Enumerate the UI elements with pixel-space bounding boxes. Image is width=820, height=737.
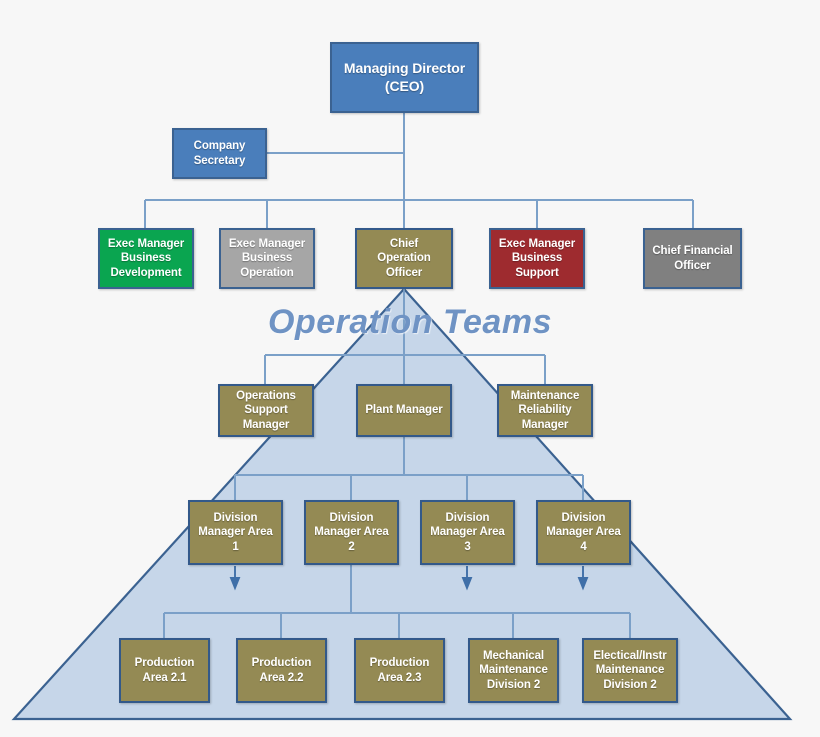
node-label-line-3: Manager bbox=[242, 418, 290, 431]
arrow-div4-head bbox=[577, 577, 589, 591]
node-label-line-2: Area 2.2 bbox=[259, 671, 304, 684]
node-label-line-1: Company bbox=[193, 140, 246, 153]
node-electrical-instr-maintenance-division-2[interactable]: Electical/Instr Maintenance Division 2 bbox=[582, 638, 678, 703]
node-managing-director-ceo[interactable]: Managing Director (CEO) bbox=[330, 42, 479, 113]
node-chief-financial-officer[interactable]: Chief Financial Officer bbox=[643, 228, 742, 289]
node-label-line-1: Division bbox=[561, 512, 606, 525]
node-label-line-1: Division bbox=[329, 512, 374, 525]
node-label: Company Secretary bbox=[188, 139, 252, 167]
node-operations-support-manager[interactable]: Operations Support Manager bbox=[218, 384, 314, 437]
node-label-line-3: Development bbox=[110, 266, 182, 279]
node-maintenance-reliability-manager[interactable]: Maintenance Reliability Manager bbox=[497, 384, 593, 437]
node-label-line-1: Plant Manager bbox=[365, 404, 443, 417]
node-label-line-1: Electical/Instr bbox=[593, 650, 667, 663]
node-division-manager-area-3[interactable]: Division Manager Area 3 bbox=[420, 500, 515, 565]
node-label: Production Area 2.3 bbox=[364, 656, 436, 684]
node-label-line-1: Mechanical bbox=[483, 650, 544, 663]
node-label-line-2: Officer bbox=[385, 266, 423, 279]
node-label: Division Manager Area 2 bbox=[306, 511, 397, 553]
node-label: Mechanical Maintenance Division 2 bbox=[473, 649, 554, 691]
node-label-line-1: Division bbox=[445, 512, 490, 525]
node-division-manager-area-2[interactable]: Division Manager Area 2 bbox=[304, 500, 399, 565]
node-label-line-2: Secretary bbox=[193, 154, 246, 167]
node-label: Operations Support Manager bbox=[230, 389, 302, 431]
node-exec-manager-business-operation[interactable]: Exec Manager Business Operation bbox=[219, 228, 315, 289]
node-label-line-2: Business bbox=[120, 252, 172, 265]
node-label: Division Manager Area 1 bbox=[190, 511, 281, 553]
node-label-line-1: Chief Financial bbox=[652, 245, 733, 258]
node-exec-manager-business-support[interactable]: Exec Manager Business Support bbox=[489, 228, 585, 289]
node-label-line-2: Officer bbox=[674, 259, 711, 272]
node-label-line-1: Managing Director bbox=[343, 60, 466, 77]
node-label: Plant Manager bbox=[359, 403, 448, 417]
node-label: Division Manager Area 4 bbox=[538, 511, 629, 553]
node-label-line-2: Support bbox=[244, 404, 288, 417]
operation-teams-title: Operation Teams bbox=[268, 303, 552, 341]
node-label: Electical/Instr Maintenance Division 2 bbox=[587, 649, 672, 691]
node-label-line-3: Division 2 bbox=[603, 678, 657, 691]
node-label-line-2: Manager Area 4 bbox=[546, 526, 621, 553]
node-label-line-2: Area 2.1 bbox=[142, 671, 187, 684]
node-label-line-2: Reliability bbox=[518, 404, 572, 417]
node-production-area-2-1[interactable]: Production Area 2.1 bbox=[119, 638, 210, 703]
node-label-line-3: Manager bbox=[521, 418, 569, 431]
node-label-line-2: Area 2.3 bbox=[377, 671, 422, 684]
node-label-line-1: Production bbox=[251, 657, 312, 670]
node-label-line-1: Exec Manager bbox=[228, 238, 306, 251]
node-company-secretary[interactable]: Company Secretary bbox=[172, 128, 267, 179]
node-division-manager-area-4[interactable]: Division Manager Area 4 bbox=[536, 500, 631, 565]
node-label-line-3: Division 2 bbox=[486, 678, 541, 691]
node-division-manager-area-1[interactable]: Division Manager Area 1 bbox=[188, 500, 283, 565]
node-label: Exec Manager Business Development bbox=[102, 237, 190, 279]
node-label: Maintenance Reliability Manager bbox=[505, 389, 586, 431]
node-label-line-3: Operation bbox=[240, 266, 294, 279]
node-label-line-3: Support bbox=[515, 266, 559, 279]
node-label-line-1: Production bbox=[369, 657, 430, 670]
node-label-line-1: Production bbox=[134, 657, 195, 670]
node-plant-manager[interactable]: Plant Manager bbox=[356, 384, 452, 437]
node-label-line-2: (CEO) bbox=[384, 77, 425, 94]
node-label-line-2: Manager Area 2 bbox=[314, 526, 389, 553]
node-label-line-2: Manager Area 3 bbox=[430, 526, 505, 553]
arrow-div3-head bbox=[461, 577, 473, 591]
node-label: Exec Manager Business Support bbox=[493, 237, 581, 279]
node-chief-operation-officer[interactable]: Chief Operation Officer bbox=[355, 228, 453, 289]
node-label: Exec Manager Business Operation bbox=[223, 237, 311, 279]
node-label: Production Area 2.1 bbox=[129, 656, 201, 684]
node-label-line-2: Manager Area 1 bbox=[198, 526, 273, 553]
node-label-line-2: Maintenance bbox=[595, 664, 665, 677]
node-label-line-1: Operations bbox=[236, 390, 296, 403]
node-label: Production Area 2.2 bbox=[246, 656, 318, 684]
node-label-line-2: Maintenance bbox=[479, 664, 548, 677]
node-production-area-2-3[interactable]: Production Area 2.3 bbox=[354, 638, 445, 703]
node-label: Managing Director (CEO) bbox=[338, 60, 471, 94]
node-label-line-1: Exec Manager bbox=[107, 238, 185, 251]
node-label: Chief Operation Officer bbox=[357, 237, 451, 279]
node-label-line-1: Maintenance bbox=[510, 390, 580, 403]
node-exec-manager-business-development[interactable]: Exec Manager Business Development bbox=[98, 228, 194, 289]
node-label-line-2: Business bbox=[511, 252, 563, 265]
node-label-line-1: Chief Operation bbox=[377, 238, 431, 265]
node-label-line-1: Division bbox=[213, 512, 258, 525]
node-label: Chief Financial Officer bbox=[646, 244, 738, 272]
node-mechanical-maintenance-division-2[interactable]: Mechanical Maintenance Division 2 bbox=[468, 638, 559, 703]
node-label-line-1: Exec Manager bbox=[498, 238, 576, 251]
node-label: Division Manager Area 3 bbox=[422, 511, 513, 553]
node-production-area-2-2[interactable]: Production Area 2.2 bbox=[236, 638, 327, 703]
arrow-div1-head bbox=[229, 577, 241, 591]
node-label-line-2: Business bbox=[241, 252, 293, 265]
